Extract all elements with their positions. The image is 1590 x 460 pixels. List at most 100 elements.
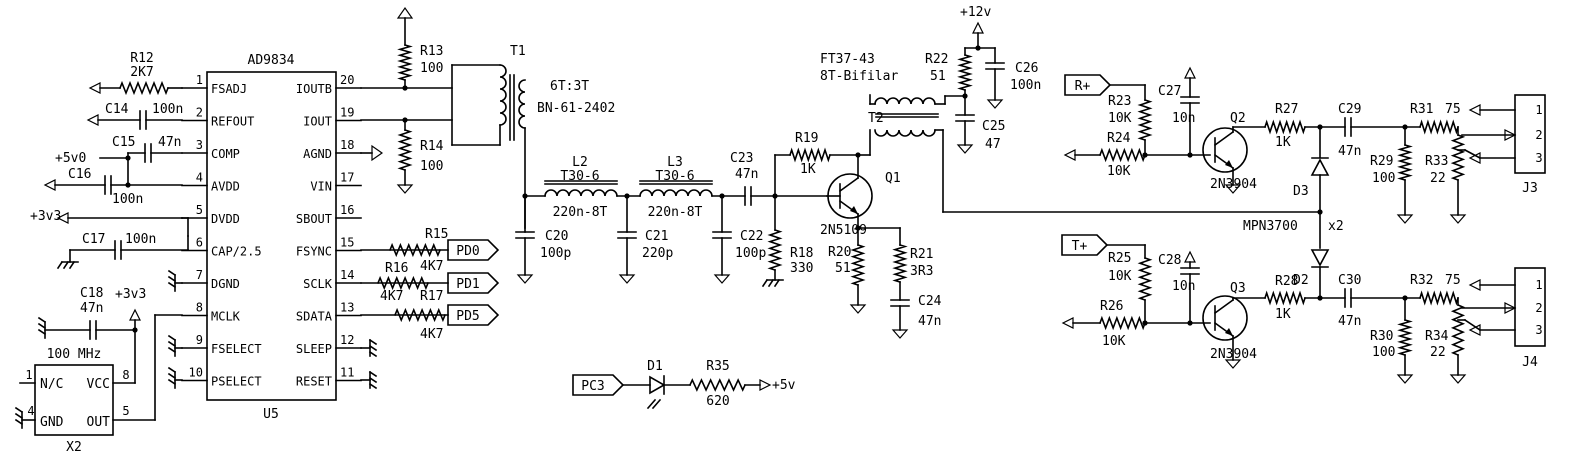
Q3-type: 2N3904 xyxy=(1210,347,1257,362)
supply-arrow xyxy=(1061,317,1074,329)
C29-value: 47n xyxy=(1338,144,1361,159)
supply-3v3: +3v3 xyxy=(30,209,61,224)
tag-PD1-label: PD1 xyxy=(456,277,479,292)
tag-PD0 xyxy=(447,239,500,261)
ground-symbol xyxy=(1449,374,1467,384)
led-light xyxy=(646,398,657,410)
pin-number: 9 xyxy=(196,333,203,347)
chip-ref: U5 xyxy=(263,407,279,422)
chassis-ground xyxy=(37,322,47,330)
pin-name: DGND xyxy=(211,277,240,291)
resistor-R14 xyxy=(397,128,413,172)
resistor-R19 xyxy=(788,147,832,163)
C21-label: C21 xyxy=(645,229,668,244)
resistor-R23 xyxy=(1137,98,1153,142)
R24-value: 10K xyxy=(1107,164,1131,179)
resistor-R28 xyxy=(1263,290,1307,306)
ground-symbol xyxy=(618,274,636,284)
junction-dot xyxy=(1317,209,1323,215)
chassis-ground xyxy=(167,340,177,348)
C29-label: C29 xyxy=(1338,102,1361,117)
pin-number: 6 xyxy=(196,236,203,250)
tag-T+ xyxy=(1061,234,1109,256)
pin-name: MCLK xyxy=(211,310,241,324)
ground-symbol xyxy=(891,329,909,339)
supply-arrow xyxy=(1468,104,1481,116)
labels: AD9834U51FSADJ2REFOUT3COMP4AVDD5DVDD6CAP… xyxy=(25,5,1542,455)
D1-label: D1 xyxy=(647,359,663,374)
C28-label: C28 xyxy=(1158,253,1181,268)
R34-label: R34 xyxy=(1425,329,1449,344)
D3-label: D3 xyxy=(1293,184,1309,199)
C17-value: 100n xyxy=(125,232,156,247)
osc-gnd: GND xyxy=(40,415,64,430)
L3-value: 220n-8T xyxy=(648,205,703,220)
L3-label: L3 xyxy=(667,155,683,170)
J4-pin1: 1 xyxy=(1535,278,1542,292)
supply-arrow xyxy=(1504,129,1517,141)
J4-pin2: 2 xyxy=(1535,301,1542,315)
ground-symbol xyxy=(1449,214,1467,224)
pin-name: AGND xyxy=(303,147,332,161)
resistor-R35 xyxy=(688,378,747,392)
J3-pin1: 1 xyxy=(1535,103,1542,117)
Q2-label: Q2 xyxy=(1230,111,1246,126)
pin-name: SDATA xyxy=(296,310,333,324)
C18-label: C18 xyxy=(80,286,103,301)
diode-type: MPN3700 xyxy=(1243,219,1298,234)
pin-number: 3 xyxy=(196,138,203,152)
resistor-R32 xyxy=(1418,290,1460,306)
supply-arrow xyxy=(129,308,141,321)
resistor-R33 xyxy=(1450,133,1466,182)
pin-name: FSADJ xyxy=(211,82,247,96)
ground-symbol xyxy=(1224,184,1242,194)
tag-PD1 xyxy=(447,272,500,294)
osc-nc: N/C xyxy=(40,377,63,392)
supply-12v: +12v xyxy=(960,5,991,20)
tag-R+-label: R+ xyxy=(1075,79,1091,94)
pin-name: SBOUT xyxy=(296,212,332,226)
C20-label: C20 xyxy=(545,229,568,244)
osc-pin1: 1 xyxy=(25,368,32,382)
ground-symbol xyxy=(849,304,867,314)
oscillator-X2 xyxy=(34,364,114,436)
led-D1 xyxy=(649,375,666,395)
R26-value: 10K xyxy=(1102,334,1126,349)
pin-name: IOUTB xyxy=(296,82,332,96)
transistor-Q1-arrow xyxy=(850,206,858,214)
R27-label: R27 xyxy=(1275,102,1298,117)
chassis-ground xyxy=(773,278,781,288)
Q1-label: Q1 xyxy=(885,171,901,186)
T2-winding-label: 8T-Bifilar xyxy=(820,69,898,84)
supply-arrow xyxy=(759,379,772,391)
chassis-ground xyxy=(767,278,775,288)
junction-dot xyxy=(402,85,408,91)
resistor-R30 xyxy=(1397,319,1413,356)
R20-value: 51 xyxy=(835,261,851,276)
diode-D3 xyxy=(1310,158,1330,176)
C17-label: C17 xyxy=(82,232,105,247)
pin-number: 7 xyxy=(196,268,203,282)
ground-symbol xyxy=(713,274,731,284)
R16-value: 4K7 xyxy=(380,289,403,304)
osc-pin4: 4 xyxy=(27,404,34,418)
R17-label: R17 xyxy=(420,289,443,304)
chassis-ground xyxy=(167,366,177,374)
resistor-R29 xyxy=(1397,144,1413,181)
C16-value: 100n xyxy=(112,192,143,207)
C16-label: C16 xyxy=(68,167,91,182)
ground-symbol xyxy=(371,144,384,162)
transistor-Q2 xyxy=(1213,130,1235,147)
diode-D2 xyxy=(1310,249,1330,267)
resistor-R12 xyxy=(118,80,170,96)
T2-label: T2 xyxy=(868,111,884,126)
R14-label: R14 xyxy=(420,139,444,154)
R19-value: 1K xyxy=(800,162,816,177)
pin-number: 16 xyxy=(340,203,354,217)
R22-value: 51 xyxy=(930,69,946,84)
chassis-ground xyxy=(167,346,177,354)
T1-label: T1 xyxy=(510,44,526,59)
C26-value: 100n xyxy=(1010,78,1041,93)
ad9834-chip-body xyxy=(206,71,337,401)
chassis-ground xyxy=(761,278,769,288)
